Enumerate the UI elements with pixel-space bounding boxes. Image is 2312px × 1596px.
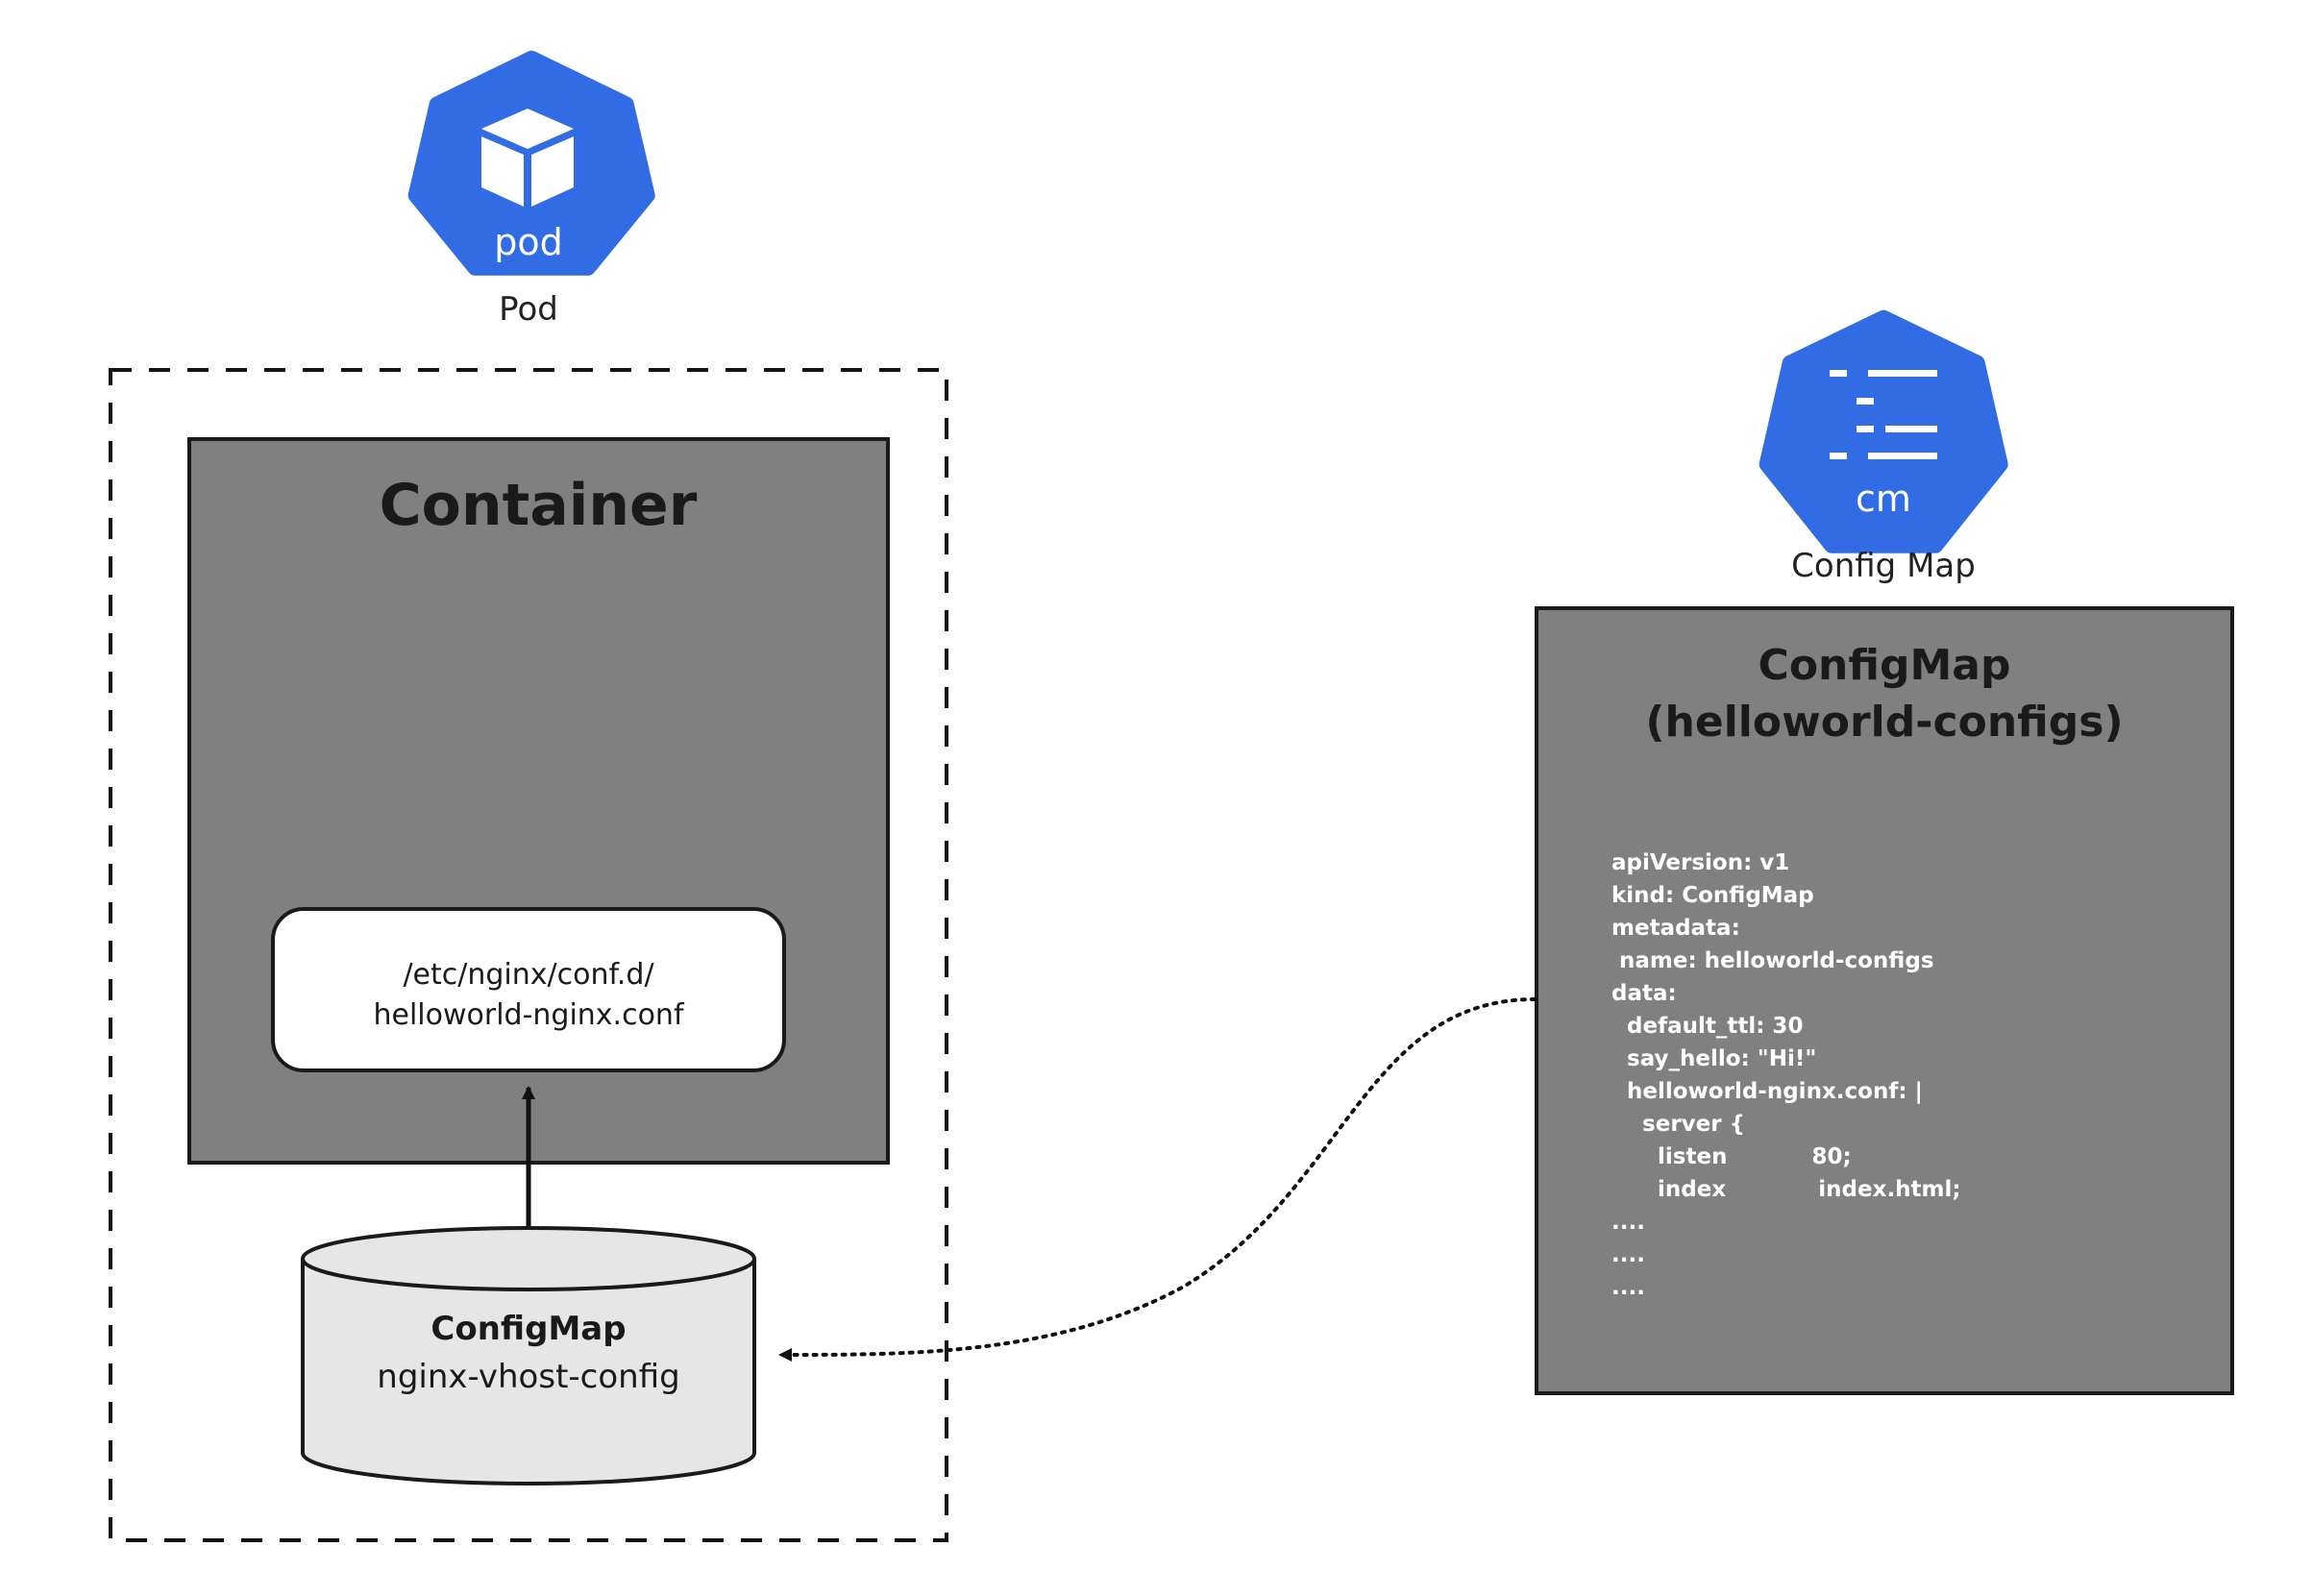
pod-boundary — [109, 368, 948, 1542]
yaml-line: metadata: — [1611, 916, 1740, 941]
pod-icon-text: pod — [494, 221, 563, 263]
configmap-label: Config Map — [1791, 547, 1976, 585]
container-title: Container — [380, 472, 698, 539]
yaml-line: server { — [1611, 1112, 1745, 1137]
volume-name: nginx-vhost-config — [377, 1358, 679, 1396]
configmap-icon-text: cm — [1856, 478, 1911, 520]
volume-title: ConfigMap — [430, 1310, 626, 1348]
yaml-line: name: helloworld-configs — [1611, 948, 1934, 973]
configmap-reference-connector — [778, 997, 1537, 1362]
yaml-line: default_ttl: 30 — [1611, 1014, 1803, 1039]
yaml-line: .... — [1611, 1242, 1645, 1267]
yaml-line: say_hello: "Hi!" — [1611, 1046, 1816, 1071]
yaml-line: listen 80; — [1611, 1144, 1852, 1169]
configmap-definition-box — [1535, 606, 2234, 1395]
cube-icon — [481, 109, 574, 207]
pod-label: Pod — [499, 290, 558, 329]
yaml-line: helloworld-nginx.conf: | — [1611, 1079, 1923, 1104]
configmap-yaml: apiVersion: v1 kind: ConfigMap metadata: n… — [1611, 850, 1961, 1300]
yaml-line: kind: ConfigMap — [1611, 883, 1814, 908]
mount-path-box — [271, 907, 786, 1072]
mount-path-line2: helloworld-nginx.conf — [373, 998, 684, 1032]
yaml-line: data: — [1611, 981, 1677, 1006]
yaml-line: .... — [1611, 1275, 1645, 1300]
configmap-box-title-line2: (helloworld-configs) — [1645, 698, 2123, 747]
configmap-volume-cylinder — [301, 1226, 756, 1486]
list-lines-icon — [1830, 370, 1937, 459]
configmap-box-title-line1: ConfigMap — [1759, 641, 2011, 690]
pod-icon: pod — [407, 50, 655, 276]
mount-path-line1: /etc/nginx/conf.d/ — [403, 958, 654, 992]
yaml-line: apiVersion: v1 — [1611, 850, 1789, 875]
yaml-line: .... — [1611, 1210, 1645, 1235]
configmap-icon: cm — [1759, 309, 2008, 553]
yaml-line: index index.html; — [1611, 1177, 1961, 1202]
